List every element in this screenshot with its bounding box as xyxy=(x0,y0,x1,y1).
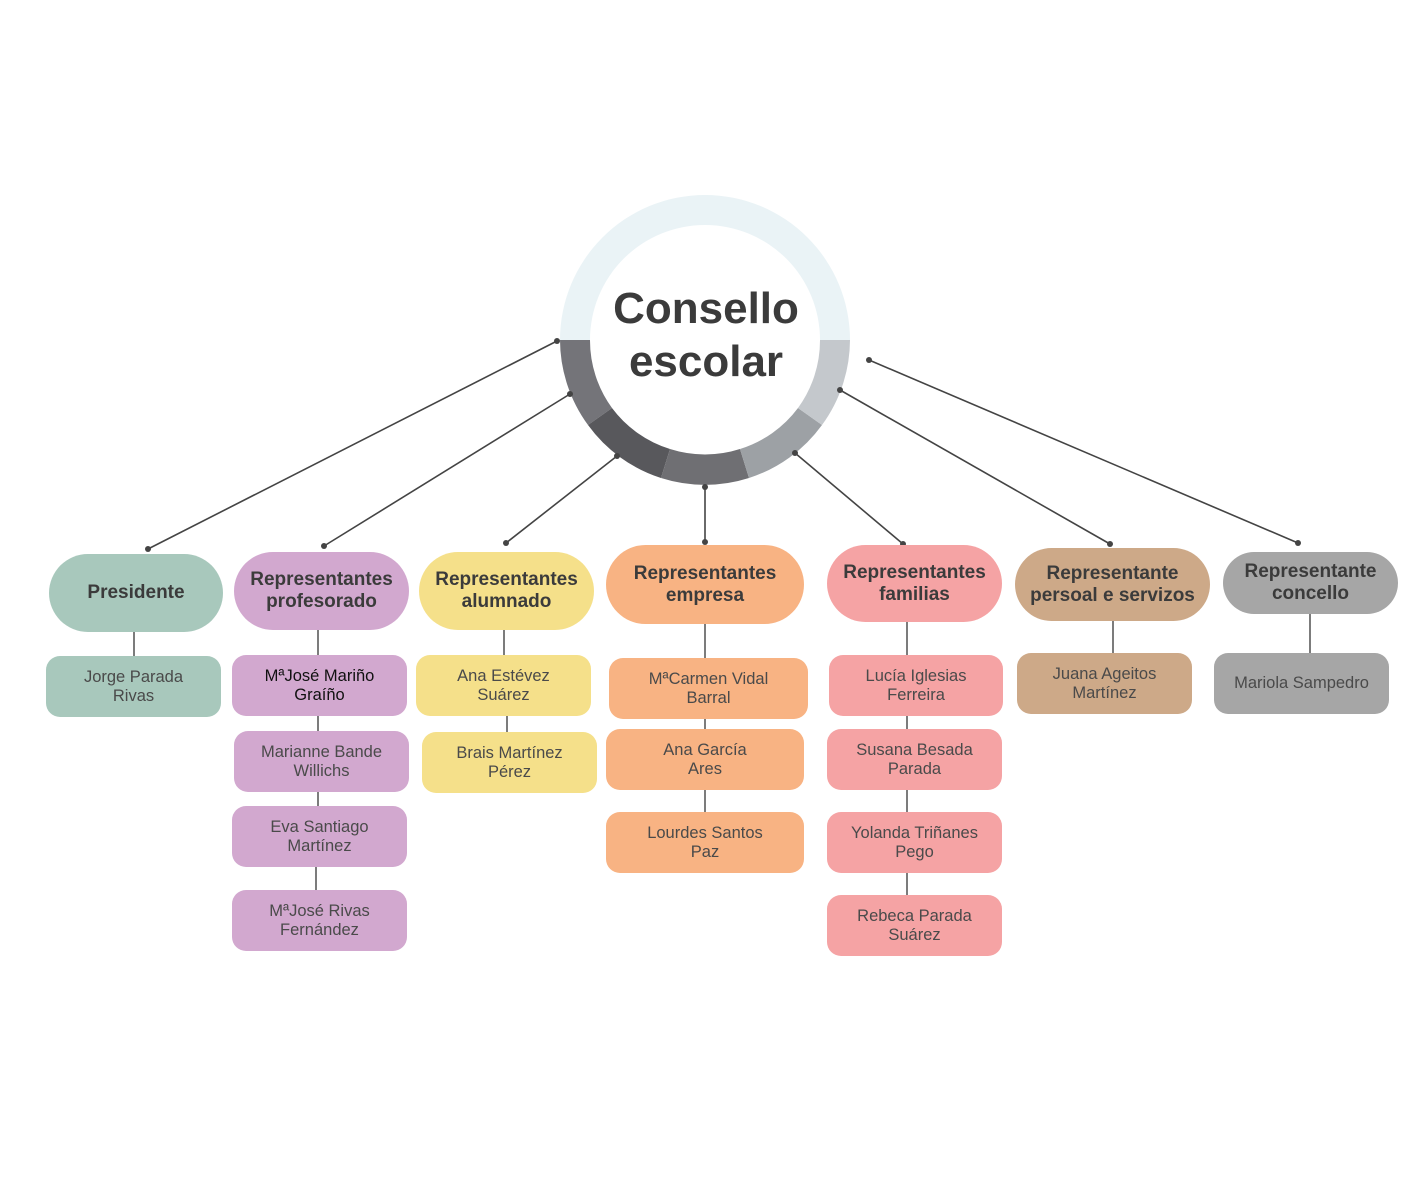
connector-dot xyxy=(702,539,708,545)
connector-dot xyxy=(792,450,798,456)
connector-dot xyxy=(1295,540,1301,546)
ring-segment-1 xyxy=(560,340,612,425)
center-ring xyxy=(560,195,850,485)
connector-dot xyxy=(145,546,151,552)
member-card: Eva Santiago Martínez xyxy=(232,806,407,867)
member-card: Jorge Parada Rivas xyxy=(46,656,221,717)
heading-persoal-servizos: Representante persoal e servizos xyxy=(1015,548,1210,621)
member-name: Yolanda Triñanes Pego xyxy=(851,823,978,861)
connector-profesorado xyxy=(323,393,571,547)
center-title-line-1: Consello xyxy=(613,284,799,333)
connector-dot xyxy=(837,387,843,393)
heading-label: Representantes alumnado xyxy=(435,569,578,612)
heading-label: Representantes familias xyxy=(843,561,986,605)
member-card: MªCarmen Vidal Barral xyxy=(609,658,808,719)
heading-label: Representantes empresa xyxy=(633,562,777,606)
connector-dot xyxy=(503,540,509,546)
member-card: Juana Ageitos Martínez xyxy=(1017,653,1192,714)
center-title-line-2: escolar xyxy=(628,337,784,386)
member-card: Susana Besada Parada xyxy=(827,729,1002,790)
connector-dot xyxy=(1107,541,1113,547)
ring-segment-2 xyxy=(588,408,670,478)
member-card: Yolanda Triñanes Pego xyxy=(827,812,1002,873)
member-card: Lucía Iglesias Ferreira xyxy=(829,655,1003,716)
member-name: Lucía Iglesias Ferreira xyxy=(865,666,967,704)
member-connectors xyxy=(133,614,1311,895)
heading-presidente: Presidente xyxy=(49,554,223,632)
member-name: Eva Santiago Martínez xyxy=(270,817,369,855)
connector-dot xyxy=(866,357,872,363)
member-card: Rebeca Parada Suárez xyxy=(827,895,1002,956)
member-card: MªJosé Mariño Graíño xyxy=(232,655,407,716)
connector-dots xyxy=(145,338,1301,552)
member-card: Marianne Bande Willichs xyxy=(234,731,409,792)
member-name: MªJosé Mariño Graíño xyxy=(264,666,375,704)
heading-label: Representante persoal e servizos xyxy=(1030,562,1195,606)
member-name: Ana García Ares xyxy=(663,740,747,778)
connector-persoal xyxy=(839,389,1111,545)
heading-alumnado: Representantes alumnado xyxy=(419,552,594,630)
member-name: Lourdes Santos Paz xyxy=(647,823,763,861)
connector-presidente xyxy=(147,340,558,550)
ring-connectors xyxy=(147,340,1299,550)
ring-segment-4 xyxy=(740,408,822,478)
member-name: MªJosé Rivas Fernández xyxy=(269,901,370,939)
heading-profesorado: Representantes profesorado xyxy=(234,552,409,630)
heading-concello: Representante concello xyxy=(1223,552,1398,614)
ring-segment-5 xyxy=(798,340,850,425)
connector-dot xyxy=(567,391,573,397)
heading-label: Presidente xyxy=(87,582,185,604)
member-name: Jorge Parada Rivas xyxy=(83,667,184,705)
member-card: Lourdes Santos Paz xyxy=(606,812,804,873)
member-name: Susana Besada Parada xyxy=(856,740,973,778)
connector-familias xyxy=(794,452,904,545)
connector-dot xyxy=(554,338,560,344)
member-name: Juana Ageitos Martínez xyxy=(1052,664,1157,702)
heading-label: Representantes profesorado xyxy=(250,569,393,612)
connector-concello xyxy=(868,359,1299,544)
member-name: Brais Martínez Pérez xyxy=(456,743,563,781)
heading-label: Representante concello xyxy=(1244,561,1377,604)
member-name: MªCarmen Vidal Barral xyxy=(648,669,769,707)
member-name: Mariola Sampedro xyxy=(1234,674,1369,693)
heading-familias: Representantes familias xyxy=(827,545,1002,622)
connector-dot xyxy=(702,484,708,490)
member-card: Brais Martínez Pérez xyxy=(422,732,597,793)
ring-top-light-arc xyxy=(560,195,850,340)
connector-dot xyxy=(614,453,620,459)
member-card: Mariola Sampedro xyxy=(1214,653,1389,714)
member-card: MªJosé Rivas Fernández xyxy=(232,890,407,951)
connector-dot xyxy=(321,543,327,549)
center-title: Consello escolar xyxy=(590,282,822,388)
member-card: Ana García Ares xyxy=(606,729,804,790)
heading-empresa: Representantes empresa xyxy=(606,545,804,624)
connector-alumnado xyxy=(505,455,618,544)
ring-segment-3 xyxy=(661,449,749,485)
member-name: Ana Estévez Suárez xyxy=(457,666,550,704)
member-name: Rebeca Parada Suárez xyxy=(857,906,972,944)
member-name: Marianne Bande Willichs xyxy=(260,742,383,780)
member-card: Ana Estévez Suárez xyxy=(416,655,591,716)
